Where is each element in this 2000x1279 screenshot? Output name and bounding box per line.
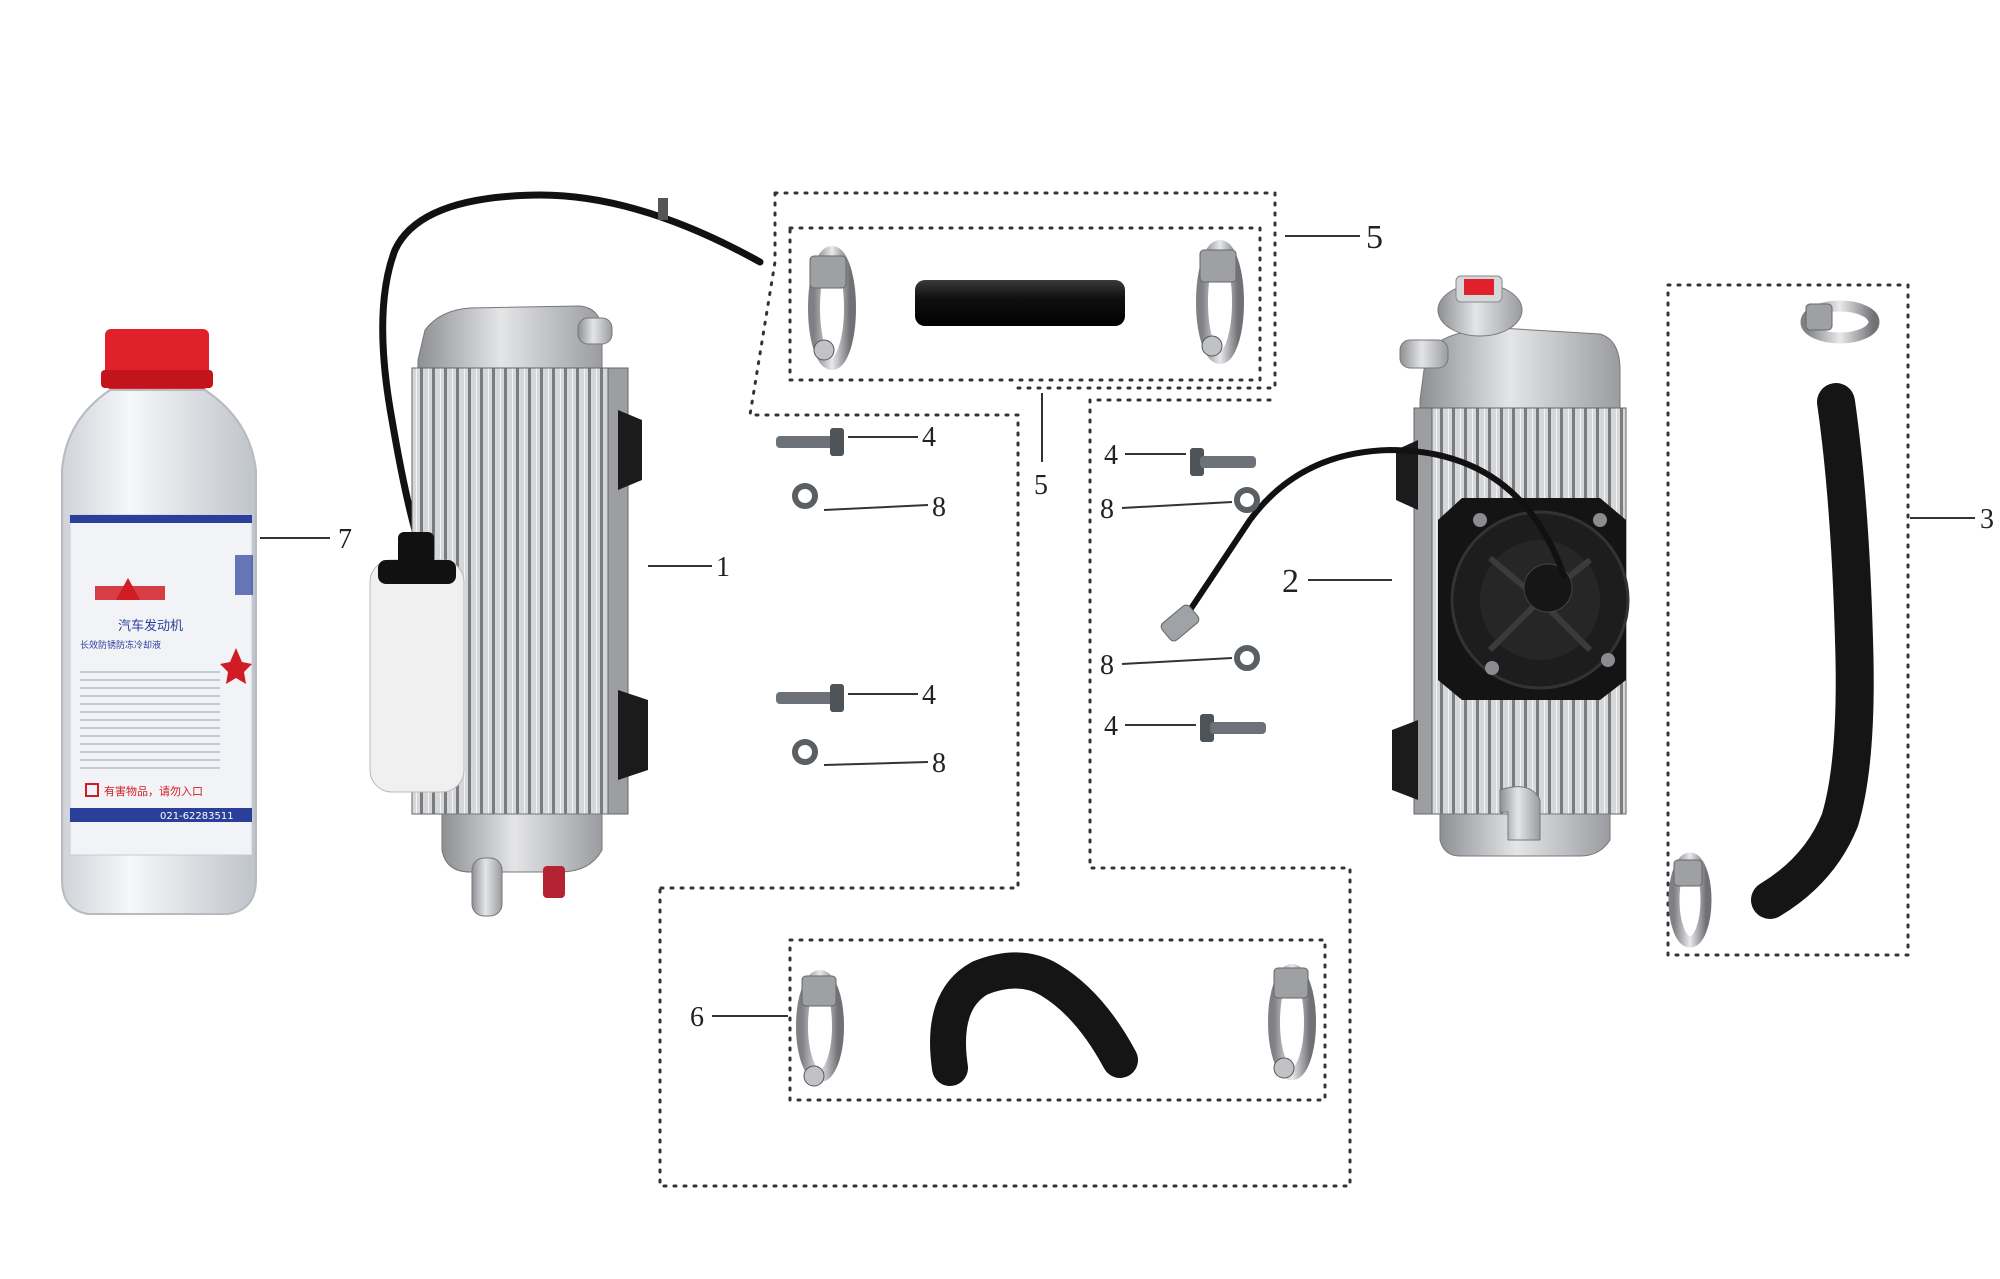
bottle-fine-print — [80, 671, 220, 769]
callout-radiator-left: 1 — [716, 552, 730, 583]
reservoir-cap — [398, 532, 434, 566]
lower-kit-dots — [1666, 283, 1910, 957]
hose-clamp-1 — [808, 246, 856, 370]
hose-clamp-5 — [1800, 300, 1880, 344]
tube-clip — [658, 198, 668, 220]
callout-lower-hose: 3 — [1980, 504, 1994, 535]
washer-mid-left — [792, 739, 818, 765]
bolt-top-left — [776, 428, 844, 456]
inlet-neck-icon — [577, 317, 613, 345]
hose-clamp-2 — [1196, 240, 1244, 364]
upper-kit-outer-dots — [658, 191, 1277, 890]
callout-bolt-top-right: 4 — [1104, 440, 1118, 471]
bolt-bottom-right — [1200, 714, 1266, 742]
leader-lines — [260, 235, 1975, 1017]
callout-joint-hose-kit: 6 — [690, 1002, 704, 1033]
fan-wire — [1187, 446, 1567, 613]
callout-coolant-bottle: 7 — [338, 524, 352, 555]
joint-hose-kit — [788, 938, 1327, 1102]
clamp-screw-icon — [1273, 1057, 1295, 1079]
side-inlet-icon — [1399, 339, 1449, 369]
callout-bolt-mid-left: 4 — [922, 680, 936, 711]
callout-bolt-top-left: 4 — [922, 422, 936, 453]
hose-clamp-3 — [796, 970, 844, 1087]
bolt-top-right — [1190, 448, 1256, 476]
washer-mid-right — [1234, 645, 1260, 671]
radiator-left-tank-top — [417, 305, 603, 371]
lower-curved-hose — [1751, 383, 1874, 919]
right-outlet-elbow-icon — [1499, 786, 1541, 841]
right-hardware-dots — [658, 398, 1352, 1188]
clamp-screw-icon — [813, 339, 835, 361]
hose-clamp-6 — [1668, 852, 1712, 948]
warning-icon — [85, 783, 99, 797]
lower-hose-kit — [1666, 283, 1910, 957]
bolt-mid-left — [776, 684, 844, 712]
hose-clamp-4 — [1268, 964, 1316, 1080]
radiator-right-tank-top — [1419, 327, 1621, 411]
bottle-label-line1: 汽车发动机 — [118, 618, 183, 634]
callout-washer-mid-right: 8 — [1100, 650, 1114, 681]
fan-motor-hub — [1523, 563, 1573, 613]
clamp-screw-icon — [803, 1065, 825, 1087]
washer-top-right — [1234, 487, 1260, 513]
right-mount-bracket-lower — [1392, 720, 1418, 800]
right-mount-bracket-upper — [1396, 440, 1418, 510]
star-seal-icon — [220, 648, 252, 684]
outlet-pipe-icon — [471, 857, 503, 917]
radiator-left — [369, 191, 764, 917]
mount-bracket-upper — [618, 410, 642, 490]
coolant-bottle: 汽车发动机 长效防锈防冻冷却液 有害物品，请勿入口 021-62283511 — [61, 329, 257, 915]
callout-bolt-bottom-right: 4 — [1104, 711, 1118, 742]
callout-labels: 1 2 3 5 5 6 7 4 8 4 8 4 8 8 4 — [338, 219, 1994, 1033]
radiator-left-tank-bottom — [441, 813, 603, 873]
callout-washer-top-right: 8 — [1100, 494, 1114, 525]
mount-bracket-lower — [618, 690, 648, 780]
washer-top-left — [792, 483, 818, 509]
upper-hose-kit — [658, 191, 1277, 890]
callout-washer-mid-left: 8 — [932, 748, 946, 779]
clamp-screw-icon — [1201, 335, 1223, 357]
overflow-tube — [379, 191, 764, 534]
callout-upper-hose-kit: 5 — [1366, 219, 1383, 256]
bottle-label-panel — [69, 514, 253, 856]
bottle-phone: 021-62283511 — [160, 811, 234, 822]
cooling-fan — [1438, 498, 1630, 700]
wire-connector-icon — [1160, 604, 1200, 642]
joint-kit-inner-dots — [788, 938, 1327, 1102]
u-joint-hose — [930, 952, 1138, 1086]
callout-radiator-right: 2 — [1282, 563, 1299, 600]
radiator-right — [1160, 275, 1630, 857]
callout-washer-top-left: 8 — [932, 492, 946, 523]
bottle-warning: 有害物品，请勿入口 — [104, 784, 203, 798]
bottle-label-line2: 长效防锈防冻冷却液 — [80, 639, 161, 651]
reservoir-bottle — [369, 559, 465, 793]
upper-hose — [915, 280, 1125, 326]
cap-warning-label — [1464, 279, 1494, 295]
callout-upper-hose-kit-lower: 5 — [1034, 470, 1048, 501]
drain-plug-icon — [543, 866, 565, 898]
